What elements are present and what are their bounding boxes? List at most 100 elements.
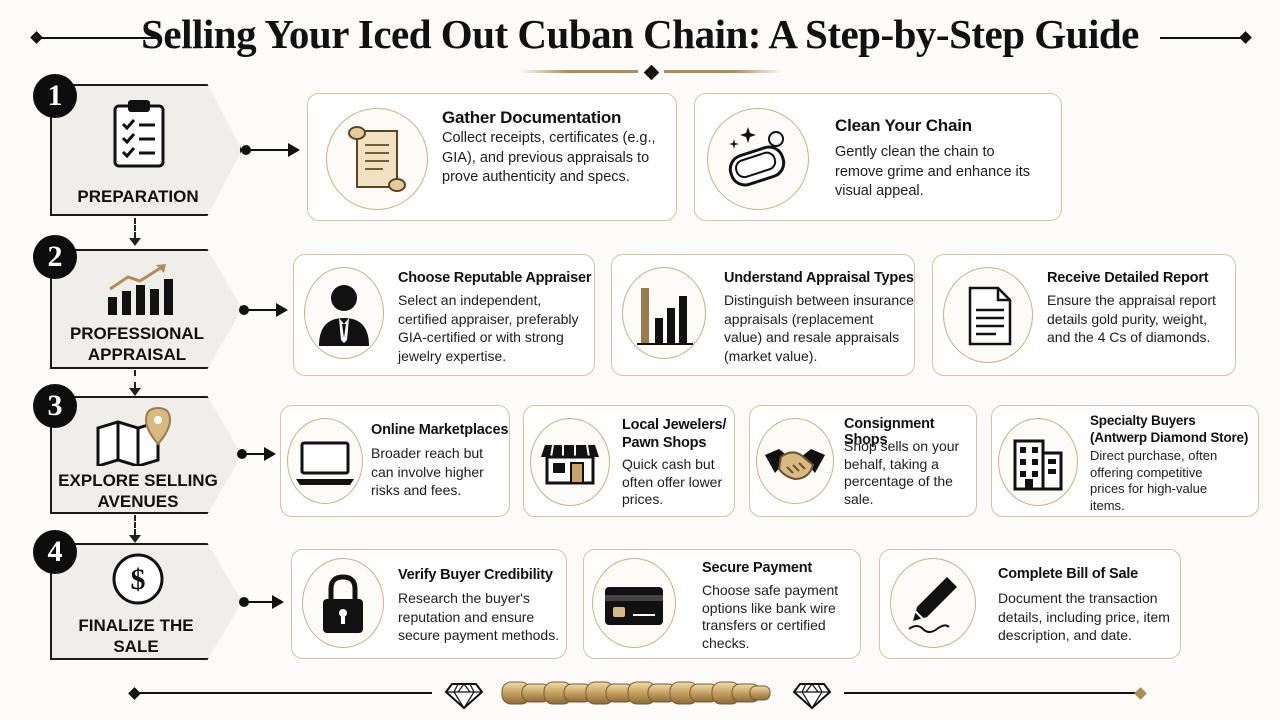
soap-icon (728, 127, 786, 187)
card-bill-of-sale: Complete Bill of Sale Document the trans… (879, 549, 1181, 659)
card-title: Receive Detailed Report (1047, 270, 1209, 286)
footer-rule-right (844, 692, 1138, 694)
card-online-marketplaces: Online Marketplaces Broader reach but ca… (280, 405, 510, 517)
step-4-number: 4 (33, 530, 77, 574)
card-secure-payment: Secure Payment Choose safe payment optio… (583, 549, 861, 659)
step-4-label: FINALIZE THE SALE (78, 616, 194, 656)
svg-text:$: $ (131, 563, 146, 596)
step-3-tag: EXPLORE SELLING AVENUES (50, 396, 242, 514)
gem-right-icon (792, 683, 832, 710)
step-4-arrowhead-icon (272, 595, 284, 609)
credit-card-icon-badge (592, 558, 676, 648)
card-body: Distinguish between insurance appraisals… (724, 292, 914, 364)
page-title: Selling Your Iced Out Cuban Chain: A Ste… (141, 11, 1139, 57)
step-1-label: PREPARATION (77, 187, 199, 206)
card-body: Research the buyer's reputation and ensu… (398, 590, 560, 643)
step-1-arrow (246, 149, 290, 151)
card-detailed-report: Receive Detailed Report Ensure the appra… (932, 254, 1236, 376)
scroll-icon (348, 126, 406, 192)
card-body: Document the transaction details, includ… (998, 590, 1170, 643)
step-1-to-2-connector (134, 218, 136, 238)
card-body: Gently clean the chain to remove grime a… (835, 144, 1031, 199)
growth-chart-icon (108, 264, 173, 315)
card-title: Consignment Shops (844, 416, 935, 448)
step-3-arrow (242, 453, 266, 455)
step-2-to-3-connector (134, 370, 136, 388)
padlock-icon (323, 574, 363, 633)
card-title: Complete Bill of Sale (998, 566, 1139, 582)
card-local-jewelers: Local Jewelers/ Pawn Shops Quick cash bu… (523, 405, 735, 517)
card-body: Quick cash but often offer lower prices. (622, 456, 723, 507)
step-3-arrowhead-icon (264, 447, 276, 461)
step-3-label: EXPLORE SELLING AVENUES (58, 471, 218, 511)
soap-icon-badge (707, 108, 809, 210)
person-icon-badge (304, 267, 384, 359)
cuban-chain-icon (501, 681, 771, 705)
step-4-tag: $ FINALIZE THE SALE (50, 543, 242, 660)
step-1-number: 1 (33, 74, 77, 118)
card-title: Online Marketplaces (371, 422, 509, 438)
laptop-icon-badge (287, 418, 363, 504)
step-1-arrowhead-icon (288, 143, 300, 157)
storefront-icon-badge (530, 418, 610, 506)
card-appraisal-types: Understand Appraisal Types Distinguish b… (611, 254, 915, 376)
pen-icon-badge (890, 558, 976, 648)
card-title: Gather Documentation (442, 108, 622, 127)
handshake-icon (765, 449, 825, 481)
footer-diamond-right-icon (1134, 687, 1147, 700)
building-icon (1013, 439, 1063, 491)
card-title: Verify Buyer Credibility (398, 567, 553, 583)
step-2-arrow (244, 309, 278, 311)
card-title: Clean Your Chain (835, 116, 972, 135)
person-icon (319, 285, 369, 346)
card-consignment-shops: Consignment Shops Shop sells on your beh… (749, 405, 977, 517)
step-3-number: 3 (33, 384, 77, 428)
card-specialty-buyers: Specialty Buyers (Antwerp Diamond Store)… (991, 405, 1259, 517)
card-verify-buyer: Verify Buyer Credibility Research the bu… (291, 549, 567, 659)
clipboard-icon (113, 100, 165, 168)
step-4-arrow (244, 601, 274, 603)
building-icon-badge (998, 418, 1078, 506)
title-rule-right (1160, 37, 1244, 39)
handshake-icon-badge (756, 418, 834, 504)
step-2-label: PROFESSIONAL APPRAISAL (69, 324, 205, 364)
laptop-icon (296, 441, 354, 485)
card-title: Specialty Buyers (Antwerp Diamond Store) (1090, 413, 1249, 445)
card-body: Broader reach but can involve higher ris… (371, 445, 484, 498)
card-gather-documentation: Gather Documentation Collect receipts, c… (307, 93, 677, 221)
credit-card-icon (605, 587, 663, 625)
document-icon (968, 286, 1012, 346)
step-2-arrowhead-icon (276, 303, 288, 317)
card-title: Local Jewelers/ Pawn Shops (622, 417, 727, 451)
bar-chart-icon (637, 288, 693, 345)
card-body: Select an independent, certified apprais… (398, 292, 579, 364)
card-title: Understand Appraisal Types (724, 270, 914, 286)
step-3-to-4-connector (134, 515, 136, 535)
bar-chart-icon-badge (622, 267, 706, 359)
card-body: Direct purchase, often offering competit… (1090, 448, 1218, 513)
title-rule-left (40, 37, 158, 39)
card-clean-chain: Clean Your Chain Gently clean the chain … (694, 93, 1062, 221)
document-icon-badge (943, 267, 1033, 363)
footer-rule-left (138, 692, 432, 694)
map-pin-icon (96, 406, 172, 466)
step-3-to-4-arrowhead-icon (129, 535, 141, 543)
step-2-number: 2 (33, 235, 77, 279)
card-body: Collect receipts, certificates (e.g., GI… (442, 130, 656, 185)
card-body: Ensure the appraisal report details gold… (1047, 292, 1216, 345)
card-body: Shop sells on your behalf, taking a perc… (844, 438, 960, 507)
scroll-icon-badge (326, 108, 428, 210)
subtitle-rule-left (520, 70, 638, 73)
padlock-icon-badge (302, 558, 384, 648)
storefront-icon (541, 444, 599, 485)
subtitle-diamond-icon (643, 64, 660, 81)
step-2-to-3-arrowhead-icon (129, 388, 141, 396)
gem-left-icon (444, 683, 484, 710)
step-2-tag: PROFESSIONAL APPRAISAL (50, 249, 242, 369)
card-choose-appraiser: Choose Reputable Appraiser Select an ind… (293, 254, 595, 376)
step-1-to-2-arrowhead-icon (129, 238, 141, 246)
step-1-tag: PREPARATION (50, 84, 242, 216)
card-title: Choose Reputable Appraiser (398, 270, 592, 286)
dollar-icon: $ (112, 553, 164, 605)
pen-icon (908, 577, 957, 633)
